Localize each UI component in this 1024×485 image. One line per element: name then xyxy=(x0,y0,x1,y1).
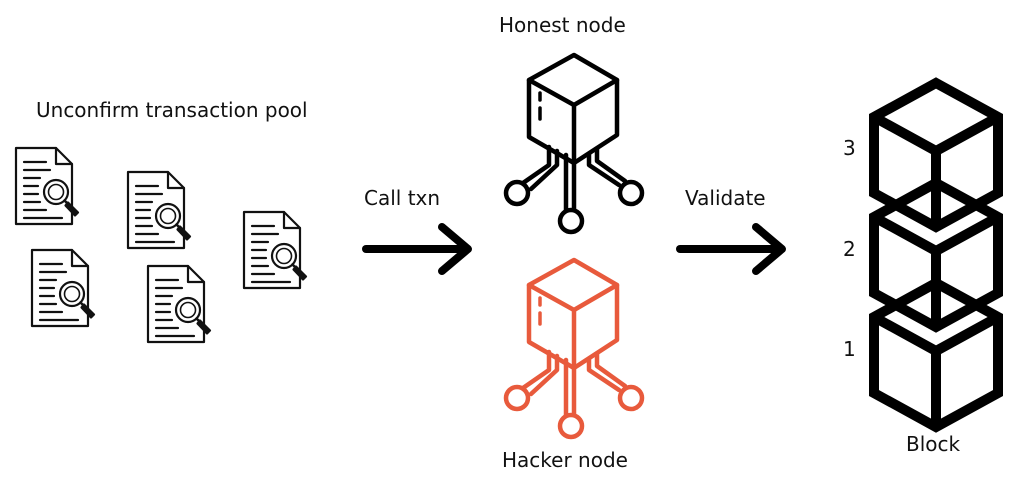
block-number-2: 2 xyxy=(843,237,856,261)
validate-arrow-icon xyxy=(680,227,782,271)
hacker-node-icon xyxy=(506,260,642,437)
transaction-document-icon xyxy=(30,248,96,328)
hacker-node-label: Hacker node xyxy=(502,448,628,472)
call-txn-label: Call txn xyxy=(364,186,441,210)
block-3-icon xyxy=(874,83,998,227)
transaction-document-icon xyxy=(146,264,212,344)
block-label: Block xyxy=(906,432,961,456)
honest-node-label: Honest node xyxy=(499,13,626,37)
honest-node-icon xyxy=(506,55,642,232)
block-number-3: 3 xyxy=(843,136,856,160)
block-number-1: 1 xyxy=(843,337,856,361)
transaction-document-icon xyxy=(14,146,80,226)
validate-label: Validate xyxy=(685,186,766,210)
call-txn-arrow-icon xyxy=(366,227,468,271)
transaction-document-icon xyxy=(126,170,192,250)
transaction-document-icon xyxy=(242,210,308,290)
pool-title: Unconfirm transaction pool xyxy=(36,98,308,122)
